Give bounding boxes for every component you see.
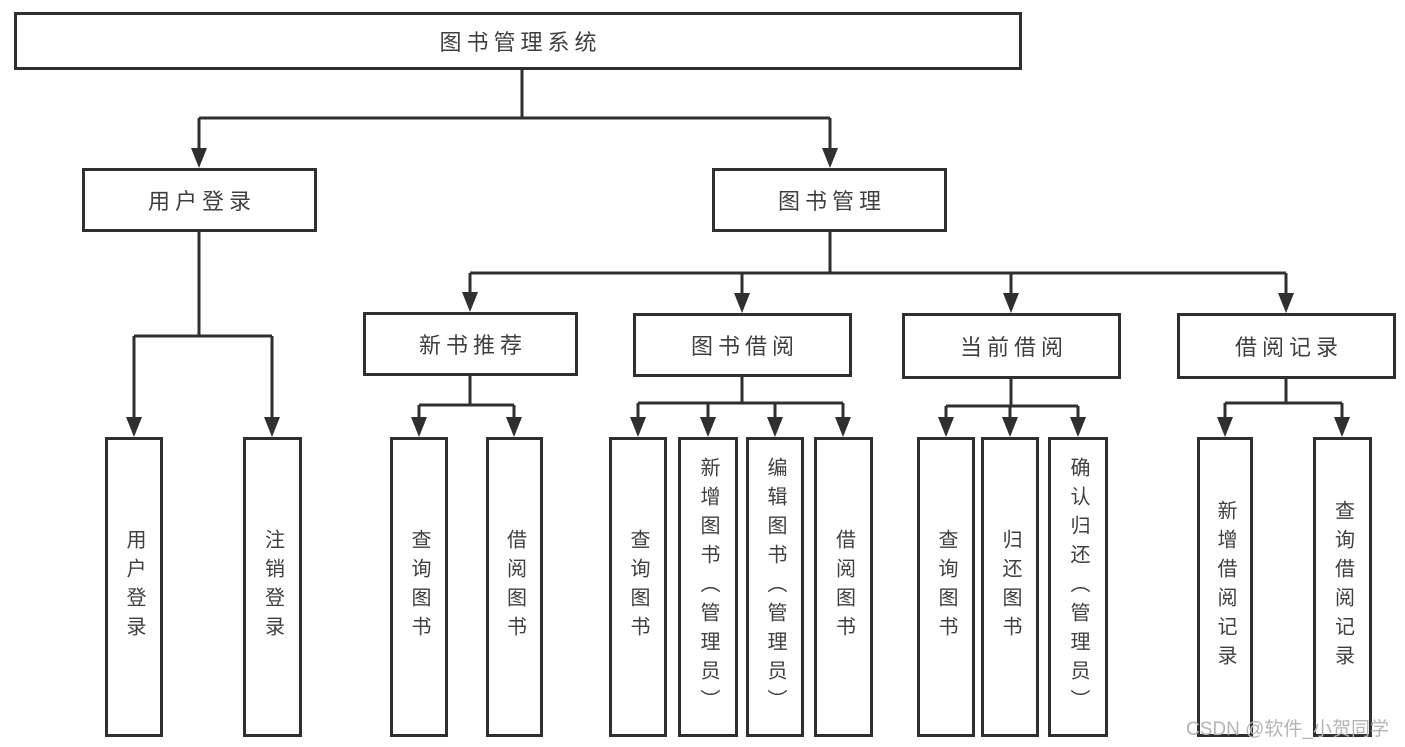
leaf-return-books: 归还图书 — [981, 437, 1039, 737]
node-new-book-recommend: 新书推荐 — [363, 312, 578, 376]
leaf-query-books-borrow-label: 查询图书 — [627, 529, 649, 645]
leaf-borrow-books-recommend-label: 借阅图书 — [503, 529, 526, 645]
node-book-management: 图书管理 — [712, 168, 947, 232]
leaf-borrow-books-recommend: 借阅图书 — [486, 437, 543, 737]
leaf-borrow-books: 借阅图书 — [814, 437, 873, 737]
leaf-add-books-admin-label: 新增图书（管理员） — [697, 456, 719, 718]
arrowheads — [126, 148, 1350, 437]
node-root-label: 图书管理系统 — [439, 30, 602, 55]
leaf-add-books-admin: 新增图书（管理员） — [678, 437, 738, 737]
leaf-confirm-return-admin: 确认归还（管理员） — [1048, 437, 1108, 737]
leaf-return-books-label: 归还图书 — [999, 529, 1021, 645]
leaf-edit-books-admin: 编辑图书（管理员） — [746, 437, 804, 737]
leaf-confirm-return-admin-label: 确认归还（管理员） — [1067, 456, 1089, 718]
node-book-borrow: 图书借阅 — [633, 313, 852, 377]
leaf-query-borrow-record: 查询借阅记录 — [1313, 437, 1372, 737]
leaf-query-borrow-record-label: 查询借阅记录 — [1331, 500, 1354, 674]
leaf-add-borrow-record: 新增借阅记录 — [1197, 437, 1253, 737]
node-new-book-recommend-label: 新书推荐 — [418, 333, 527, 358]
node-user-login-label: 用户登录 — [147, 189, 256, 214]
leaf-user-login: 用户登录 — [105, 437, 163, 737]
node-root: 图书管理系统 — [14, 12, 1022, 70]
leaf-edit-books-admin-label: 编辑图书（管理员） — [764, 456, 786, 718]
csdn-watermark: CSDN @软件_小贺同学 — [1186, 719, 1389, 740]
connector-strokes — [132, 70, 1344, 421]
leaf-logout-label: 注销登录 — [261, 529, 284, 645]
leaf-add-borrow-record-label: 新增借阅记录 — [1214, 500, 1236, 674]
node-current-borrow: 当前借阅 — [902, 313, 1121, 379]
node-book-management-label: 图书管理 — [777, 189, 886, 214]
leaf-user-login-label: 用户登录 — [123, 529, 145, 645]
node-book-borrow-label: 图书借阅 — [690, 334, 799, 359]
leaf-query-books-current-label: 查询图书 — [935, 529, 957, 645]
node-user-login: 用户登录 — [82, 168, 317, 232]
leaf-logout: 注销登录 — [243, 437, 302, 737]
node-borrow-records: 借阅记录 — [1177, 313, 1396, 379]
leaf-query-books-current: 查询图书 — [917, 437, 975, 737]
leaf-query-books-recommend-label: 查询图书 — [408, 529, 430, 645]
node-current-borrow-label: 当前借阅 — [959, 335, 1068, 360]
leaf-query-books-borrow: 查询图书 — [609, 437, 667, 737]
leaf-borrow-books-label: 借阅图书 — [832, 529, 855, 645]
node-borrow-records-label: 借阅记录 — [1234, 335, 1343, 360]
leaf-query-books-recommend: 查询图书 — [390, 437, 448, 737]
